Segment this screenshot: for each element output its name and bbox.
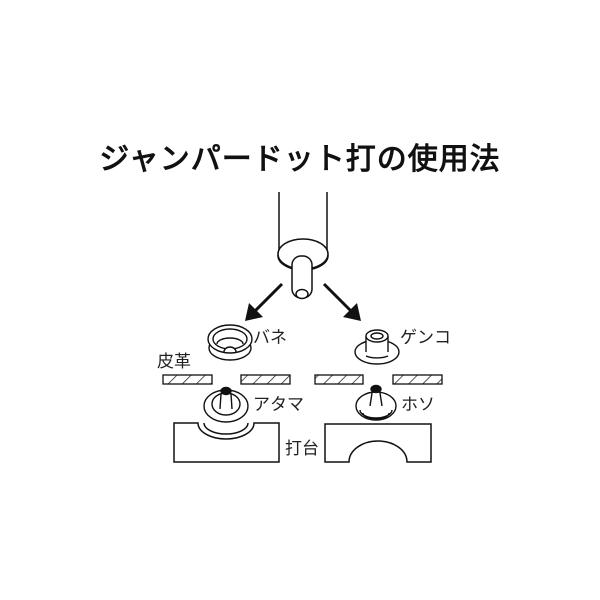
genko-stud	[354, 329, 400, 365]
page-title: ジャンパードット打の使用法	[99, 142, 501, 177]
label-bane: バネ	[253, 328, 287, 348]
label-uchidai: 打台	[285, 439, 319, 459]
hoso-post	[355, 384, 397, 421]
anvil-right	[324, 423, 432, 463]
arrow-icon-right	[322, 282, 361, 321]
label-hoso: ホソ	[401, 395, 435, 415]
arrow-icon-left	[245, 282, 284, 321]
setter-tool	[277, 192, 329, 300]
label-atama: アタマ	[253, 395, 304, 415]
label-kawa: 皮革	[157, 352, 191, 372]
bane-socket	[207, 324, 253, 361]
atama-cap	[203, 386, 249, 423]
leather-layer	[162, 374, 443, 385]
label-genko: ゲンコ	[400, 328, 451, 348]
anvil-left	[173, 422, 280, 463]
